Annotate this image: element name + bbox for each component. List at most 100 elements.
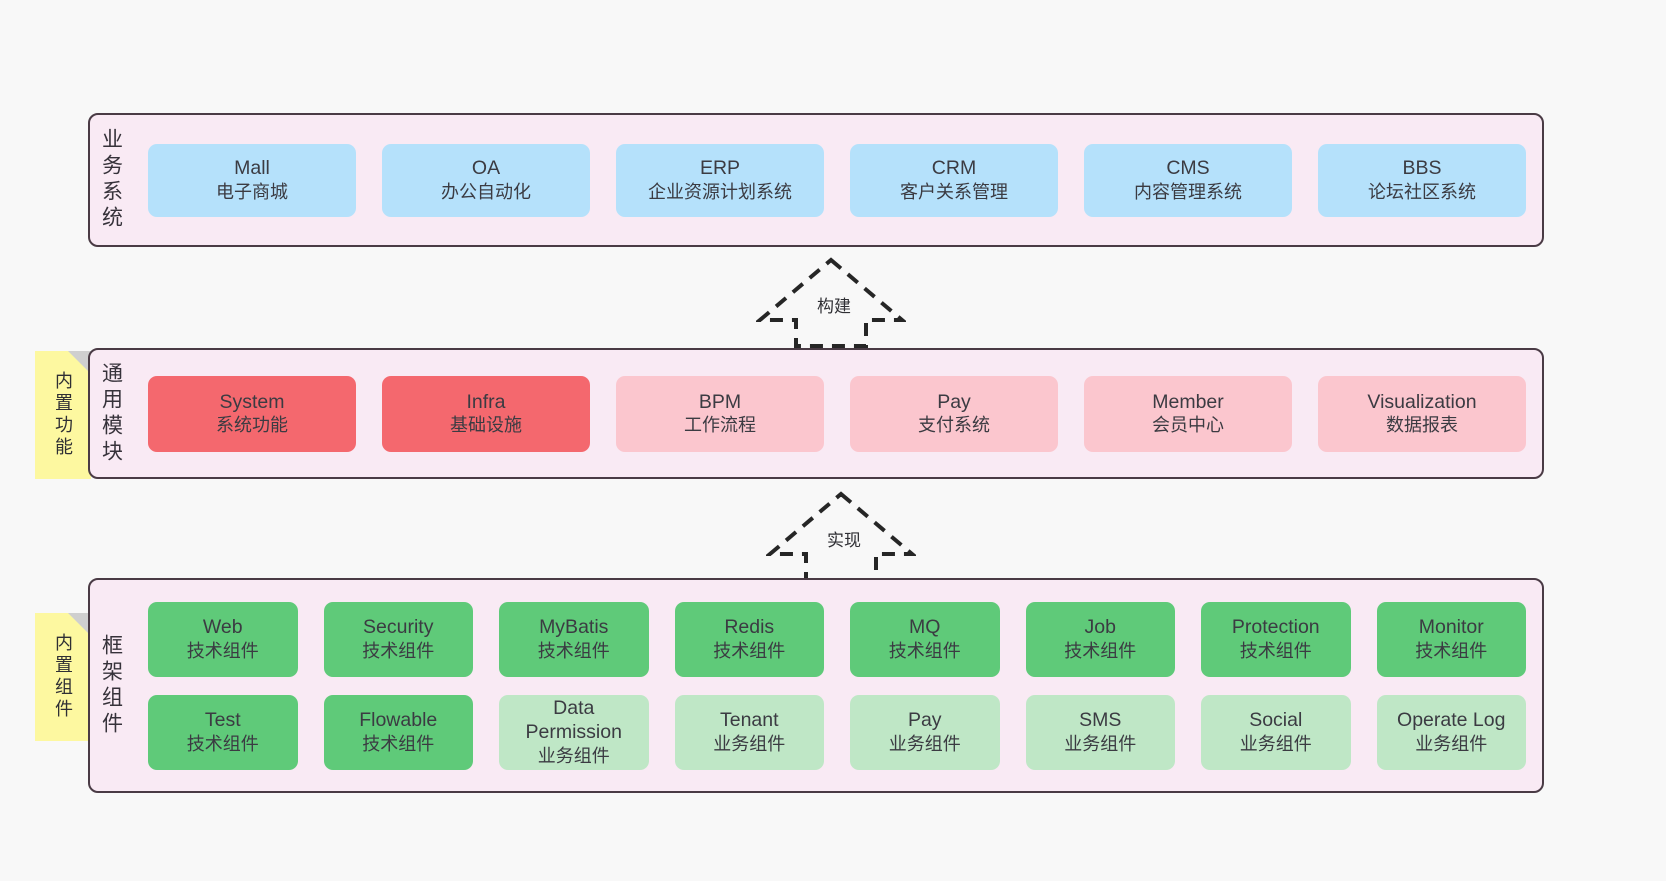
- card-mq[interactable]: MQ 技术组件: [850, 601, 1000, 677]
- card-job-desc: 技术组件: [1064, 640, 1137, 661]
- card-sms-name: SMS: [1079, 709, 1122, 731]
- card-tenant-desc: 业务组件: [713, 733, 786, 754]
- card-web-desc: 技术组件: [186, 640, 259, 661]
- card-test[interactable]: Test 技术组件: [148, 694, 298, 770]
- layer-title-framework-component-text: 框架组件: [99, 633, 123, 738]
- card-bbs-name: BBS: [1402, 157, 1442, 179]
- card-data-permission[interactable]: Data Permission 业务组件: [499, 694, 649, 770]
- card-erp-desc: 企业资源计划系统: [648, 181, 792, 202]
- card-system-desc: 系统功能: [216, 415, 288, 436]
- card-job-name: Job: [1084, 616, 1116, 638]
- card-infra[interactable]: Infra 基础设施: [382, 375, 590, 452]
- card-sms[interactable]: SMS 业务组件: [1025, 694, 1175, 770]
- card-bpm-desc: 工作流程: [684, 415, 756, 436]
- card-flowable-desc: 技术组件: [362, 733, 435, 754]
- layer-common-module: 通用模块 System 系统功能 Infra 基础设施 BPM 工作流程 Pay: [88, 348, 1544, 479]
- card-pay-component-desc: 业务组件: [888, 733, 961, 754]
- card-oa[interactable]: OA 办公自动化: [382, 143, 590, 217]
- card-mall-desc: 电子商城: [216, 181, 288, 202]
- card-mybatis-desc: 技术组件: [537, 640, 610, 661]
- card-pay-component[interactable]: Pay 业务组件: [850, 694, 1000, 770]
- card-bpm[interactable]: BPM 工作流程: [616, 375, 824, 452]
- layer-body-framework-component: Web 技术组件 Security 技术组件 MyBatis 技术组件 Redi…: [132, 580, 1542, 791]
- card-system[interactable]: System 系统功能: [148, 375, 356, 452]
- card-operate-log[interactable]: Operate Log 业务组件: [1376, 694, 1526, 770]
- card-social[interactable]: Social 业务组件: [1201, 694, 1351, 770]
- layer-business-system: 业务系统 Mall 电子商城 OA 办公自动化 ERP 企业资源计划系统 CRM: [88, 113, 1544, 247]
- card-monitor-name: Monitor: [1418, 616, 1484, 638]
- card-mybatis[interactable]: MyBatis 技术组件: [499, 601, 649, 677]
- card-redis-desc: 技术组件: [713, 640, 786, 661]
- card-cms-name: CMS: [1166, 157, 1210, 179]
- card-sms-desc: 业务组件: [1064, 733, 1137, 754]
- card-operate-log-desc: 业务组件: [1415, 733, 1488, 754]
- card-protection-name: Protection: [1231, 616, 1320, 638]
- card-mq-desc: 技术组件: [888, 640, 961, 661]
- card-mybatis-name: MyBatis: [539, 616, 609, 638]
- arrow-implement-label: 实现: [825, 526, 863, 551]
- note-builtin-components-label: 内置组件: [53, 633, 73, 721]
- card-redis-name: Redis: [724, 616, 775, 638]
- card-crm[interactable]: CRM 客户关系管理: [850, 143, 1058, 217]
- card-flowable-name: Flowable: [359, 709, 438, 731]
- card-crm-desc: 客户关系管理: [900, 181, 1008, 202]
- card-pay-module-name: Pay: [937, 390, 971, 413]
- card-crm-name: CRM: [931, 157, 977, 179]
- card-job[interactable]: Job 技术组件: [1025, 601, 1175, 677]
- row-common-modules: System 系统功能 Infra 基础设施 BPM 工作流程 Pay 支付系统…: [148, 375, 1526, 452]
- card-erp[interactable]: ERP 企业资源计划系统: [616, 143, 824, 217]
- note-fold-corner-icon: [68, 351, 91, 374]
- card-system-name: System: [219, 390, 285, 413]
- card-tenant-name: Tenant: [719, 709, 779, 731]
- card-test-name: Test: [204, 709, 241, 731]
- note-fold-corner-icon: [68, 613, 91, 636]
- layer-title-business-system: 业务系统: [90, 115, 132, 245]
- card-member[interactable]: Member 会员中心: [1084, 375, 1292, 452]
- row-business-systems: Mall 电子商城 OA 办公自动化 ERP 企业资源计划系统 CRM 客户关系…: [148, 143, 1526, 217]
- card-oa-name: OA: [471, 157, 501, 179]
- card-mq-name: MQ: [909, 616, 941, 638]
- card-mall[interactable]: Mall 电子商城: [148, 143, 356, 217]
- card-mall-name: Mall: [234, 157, 270, 179]
- arrow-build: [756, 257, 906, 348]
- arrow-implement: [766, 491, 916, 582]
- card-monitor-desc: 技术组件: [1415, 640, 1488, 661]
- card-member-desc: 会员中心: [1152, 415, 1224, 436]
- card-security[interactable]: Security 技术组件: [323, 601, 473, 677]
- note-builtin-features: 内置功能: [35, 351, 91, 479]
- card-cms[interactable]: CMS 内容管理系统: [1084, 143, 1292, 217]
- card-protection[interactable]: Protection 技术组件: [1201, 601, 1351, 677]
- card-member-name: Member: [1152, 390, 1224, 413]
- card-web-name: Web: [202, 616, 243, 638]
- card-social-name: Social: [1249, 709, 1303, 731]
- card-pay-module-desc: 支付系统: [918, 415, 990, 436]
- card-web[interactable]: Web 技术组件: [148, 601, 298, 677]
- layer-title-framework-component: 框架组件: [90, 580, 132, 791]
- card-security-name: Security: [363, 616, 434, 638]
- card-infra-name: Infra: [466, 390, 506, 413]
- card-monitor[interactable]: Monitor 技术组件: [1376, 601, 1526, 677]
- card-tenant[interactable]: Tenant 业务组件: [674, 694, 824, 770]
- card-bbs[interactable]: BBS 论坛社区系统: [1318, 143, 1526, 217]
- card-visualization-desc: 数据报表: [1386, 415, 1458, 436]
- card-social-desc: 业务组件: [1239, 733, 1312, 754]
- note-builtin-features-label: 内置功能: [53, 371, 73, 459]
- card-visualization[interactable]: Visualization 数据报表: [1318, 375, 1526, 452]
- card-oa-desc: 办公自动化: [441, 181, 531, 202]
- card-flowable[interactable]: Flowable 技术组件: [323, 694, 473, 770]
- card-data-permission-desc: 业务组件: [537, 746, 610, 767]
- card-bbs-desc: 论坛社区系统: [1368, 181, 1476, 202]
- layer-framework-component: 框架组件 Web 技术组件 Security 技术组件 MyBatis 技术组件…: [88, 578, 1544, 793]
- card-infra-desc: 基础设施: [450, 415, 522, 436]
- layer-title-common-module: 通用模块: [90, 350, 132, 477]
- layer-body-business-system: Mall 电子商城 OA 办公自动化 ERP 企业资源计划系统 CRM 客户关系…: [132, 115, 1542, 245]
- layer-title-common-module-text: 通用模块: [99, 361, 123, 466]
- row-tech-components: Web 技术组件 Security 技术组件 MyBatis 技术组件 Redi…: [148, 601, 1526, 677]
- card-security-desc: 技术组件: [362, 640, 435, 661]
- arrow-build-label: 构建: [815, 292, 853, 317]
- card-bpm-name: BPM: [698, 390, 742, 413]
- card-pay-module[interactable]: Pay 支付系统: [850, 375, 1058, 452]
- layer-body-common-module: System 系统功能 Infra 基础设施 BPM 工作流程 Pay 支付系统…: [132, 350, 1542, 477]
- card-redis[interactable]: Redis 技术组件: [674, 601, 824, 677]
